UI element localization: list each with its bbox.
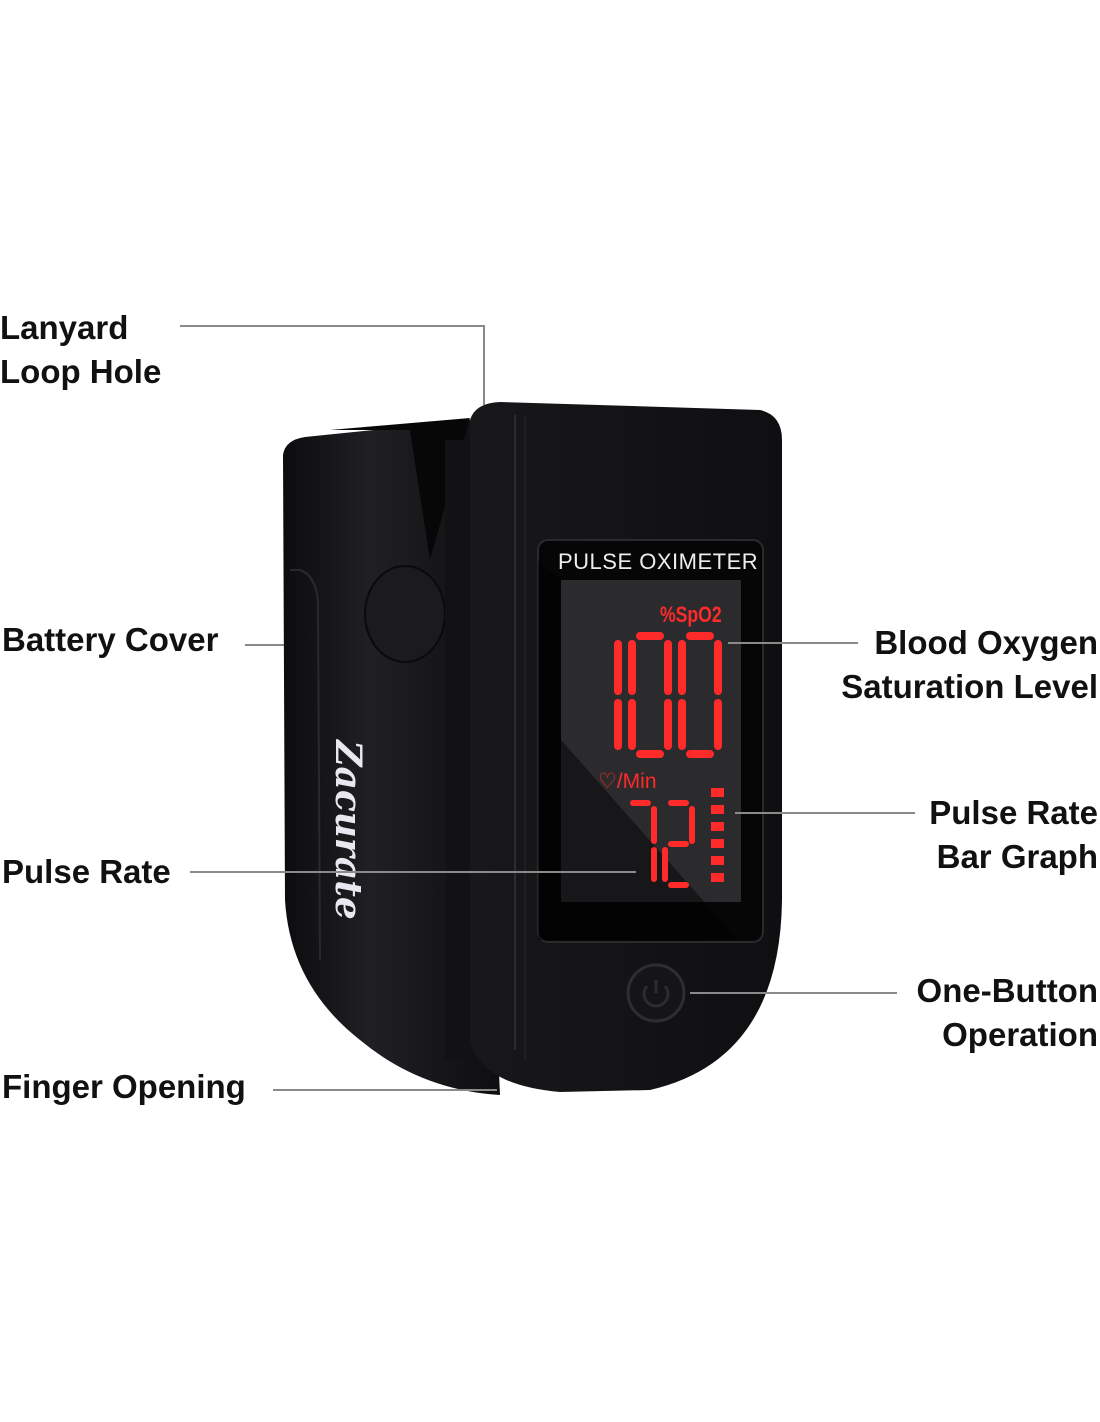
button-leader-line: [690, 992, 897, 994]
digit-segment: [614, 699, 622, 750]
bar-graph-segment: [711, 788, 724, 797]
digit-segment: [678, 640, 686, 695]
bar-graph-segment: [711, 873, 724, 882]
label-line: Bar Graph: [936, 838, 1098, 875]
digit-segment: [662, 847, 668, 882]
battery-cover-leader-line: [245, 644, 293, 646]
label-line: Loop Hole: [0, 353, 162, 390]
digit-segment: [664, 699, 672, 750]
pulse-digits: [630, 800, 695, 888]
label-line: Pulse Rate: [929, 794, 1098, 831]
lanyard-loop-hole-label: Lanyard Loop Hole: [0, 306, 161, 394]
spo2-unit: %SpO2: [660, 602, 722, 627]
pulse-rate-label: Pulse Rate: [2, 853, 171, 890]
label-line: Blood Oxygen: [874, 624, 1098, 661]
pulse-bar-graph: [711, 788, 724, 882]
bar-graph-label: Pulse Rate Bar Graph: [929, 791, 1098, 879]
battery-cover-label: Battery Cover: [2, 621, 219, 658]
lanyard-leader-line-vertical: [483, 325, 485, 405]
label-line: Operation: [942, 1016, 1098, 1053]
label-line: One-Button: [916, 972, 1098, 1009]
digit-segment: [668, 882, 689, 888]
digit-segment: [628, 699, 636, 750]
digit-segment: [614, 640, 622, 695]
pulse-rate-leader-line: [190, 871, 636, 873]
blood-oxygen-label: Blood Oxygen Saturation Level: [841, 621, 1098, 709]
bar-graph-segment: [711, 805, 724, 814]
heart-icon: ♡: [598, 770, 617, 793]
digit-segment: [651, 806, 657, 844]
digit-segment: [630, 800, 651, 806]
power-icon: [642, 980, 670, 1008]
digit-segment: [636, 750, 664, 758]
digit-segment: [628, 640, 636, 695]
finger-slot: [330, 418, 470, 560]
digit-segment: [664, 640, 672, 695]
digit-segment: [714, 699, 722, 750]
digit-segment: [651, 847, 657, 882]
spo2-digits: [614, 632, 722, 758]
pulse-unit: /Min: [616, 770, 657, 793]
digit-segment: [668, 841, 689, 847]
finger-opening-leader-line: [273, 1089, 497, 1091]
bar-graph-segment: [711, 822, 724, 831]
label-line: Lanyard: [0, 309, 129, 346]
screen-title: PULSE OXIMETER: [558, 549, 759, 574]
digit-segment: [686, 632, 714, 640]
pulse-unit-label: ♡/Min: [598, 769, 657, 794]
digit-segment: [714, 640, 722, 695]
digit-segment: [678, 699, 686, 750]
blood-oxygen-leader-line: [728, 642, 858, 644]
brand-logo: Zacurate: [327, 740, 369, 920]
bar-graph-leader-line: [735, 812, 915, 814]
digit-segment: [686, 750, 714, 758]
hinge-pin: [364, 565, 446, 663]
label-line: Saturation Level: [841, 668, 1098, 705]
bar-graph-segment: [711, 839, 724, 848]
one-button-label: One-Button Operation: [917, 969, 1098, 1057]
finger-opening-label: Finger Opening: [2, 1068, 246, 1105]
bar-graph-segment: [711, 856, 724, 865]
digit-segment: [636, 632, 664, 640]
digit-segment: [689, 806, 695, 844]
digit-segment: [668, 800, 689, 806]
lanyard-leader-line: [180, 325, 485, 327]
